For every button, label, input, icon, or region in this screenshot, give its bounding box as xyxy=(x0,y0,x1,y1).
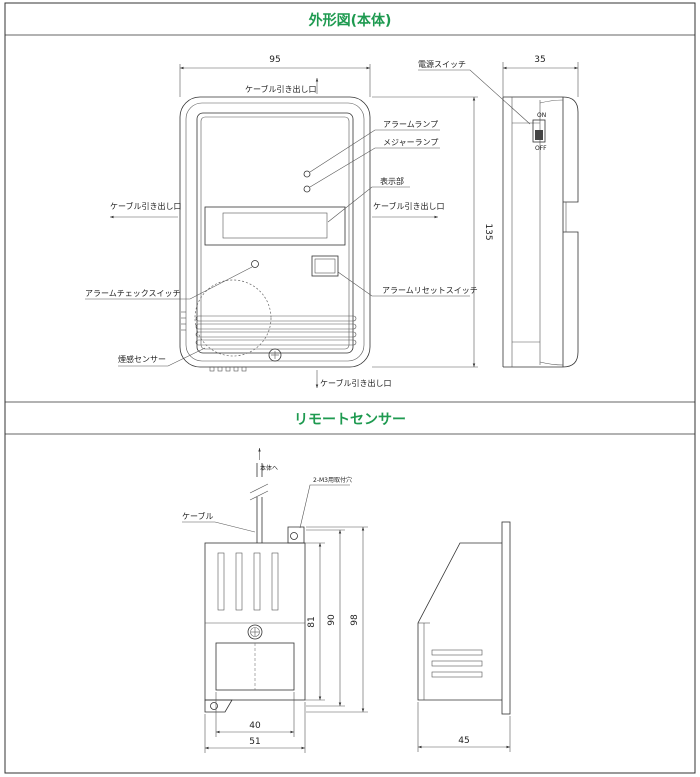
svg-text:45: 45 xyxy=(458,736,469,746)
dim-135: 135 xyxy=(372,96,493,368)
display-callout: 表示部 xyxy=(327,176,410,223)
main-unit-side-view: ON OFF xyxy=(502,96,579,368)
mount-hole-top xyxy=(290,532,298,540)
dim-90: 90 xyxy=(306,529,345,707)
dim-81: 81 xyxy=(305,542,325,701)
svg-text:98: 98 xyxy=(350,614,360,626)
mount-holes-callout: 2-M3用取付穴 xyxy=(299,476,352,529)
alarm-lamp-dot xyxy=(303,170,311,178)
svg-text:51: 51 xyxy=(249,737,260,747)
svg-text:81: 81 xyxy=(307,616,317,627)
svg-text:40: 40 xyxy=(249,721,261,731)
dim-45: 45 xyxy=(417,702,511,752)
svg-text:煙感センサー: 煙感センサー xyxy=(118,354,166,364)
svg-text:ケーブル引き出し口: ケーブル引き出し口 xyxy=(320,378,392,388)
display-window xyxy=(204,206,346,246)
dim-35: 35 xyxy=(502,55,579,97)
power-switch-callout: 電源スイッチ xyxy=(418,60,531,125)
dim-95: 95 xyxy=(179,55,371,97)
power-switch-body xyxy=(532,119,546,143)
svg-text:95: 95 xyxy=(269,55,280,65)
dim-98: 98 xyxy=(306,526,368,713)
alarm-reset-button xyxy=(311,255,339,277)
svg-text:ケーブル引き出し口: ケーブル引き出し口 xyxy=(373,201,445,211)
sheet-frame xyxy=(4,2,696,774)
svg-text:本体へ: 本体へ xyxy=(260,464,278,472)
cable-right-callout: ケーブル引き出し口 xyxy=(372,201,445,219)
section-title-main-unit: 外形図(本体) xyxy=(309,12,392,29)
svg-text:ケーブル引き出し口: ケーブル引き出し口 xyxy=(245,84,317,94)
measure-lamp-dot xyxy=(303,185,311,193)
svg-text:35: 35 xyxy=(534,55,545,65)
svg-text:アラームリセットスイッチ: アラームリセットスイッチ xyxy=(382,286,478,295)
remote-sensor-front-view xyxy=(204,448,306,713)
section-title-remote-sensor: リモートセンサー xyxy=(294,412,406,428)
svg-text:135: 135 xyxy=(483,223,493,240)
mount-hole-bottom xyxy=(210,702,218,710)
smoke-sensor-callout: 煙感センサー xyxy=(118,347,206,367)
svg-text:ケーブル: ケーブル xyxy=(182,511,214,521)
dim-40: 40 xyxy=(215,692,295,737)
svg-text:2-M3用取付穴: 2-M3用取付穴 xyxy=(313,476,352,484)
cable-callout: ケーブル xyxy=(182,511,256,533)
svg-text:電源スイッチ: 電源スイッチ xyxy=(418,60,466,69)
alarm-lamp-callout: アラームランプ xyxy=(309,120,440,173)
svg-text:メジャーランプ: メジャーランプ xyxy=(383,138,438,147)
cable-left-callout: ケーブル引き出し口 xyxy=(110,201,182,219)
svg-text:OFF: OFF xyxy=(535,145,547,152)
measure-lamp-callout: メジャーランプ xyxy=(309,138,440,188)
cable-bottom-callout: ケーブル引き出し口 xyxy=(315,370,392,388)
dim-51: 51 xyxy=(204,702,306,753)
svg-text:ON: ON xyxy=(537,112,546,119)
to-main-callout: 本体へ xyxy=(260,464,278,472)
main-unit-front-view xyxy=(179,96,371,372)
svg-text:90: 90 xyxy=(327,614,337,626)
alarm-reset-callout: アラームリセットスイッチ xyxy=(337,271,478,297)
alarm-check-callout: アラームチェックスイッチ xyxy=(85,266,253,300)
front-screw xyxy=(268,348,282,362)
alarm-check-dot xyxy=(251,260,259,268)
svg-text:アラームランプ: アラームランプ xyxy=(383,120,438,129)
svg-text:表示部: 表示部 xyxy=(380,176,404,186)
remote-sensor-side-view xyxy=(417,521,511,715)
cable-top-callout: ケーブル引き出し口 xyxy=(245,78,319,94)
smoke-sensor-area xyxy=(194,279,272,357)
svg-text:アラームチェックスイッチ: アラームチェックスイッチ xyxy=(85,289,181,298)
svg-text:ケーブル引き出し口: ケーブル引き出し口 xyxy=(110,201,182,211)
